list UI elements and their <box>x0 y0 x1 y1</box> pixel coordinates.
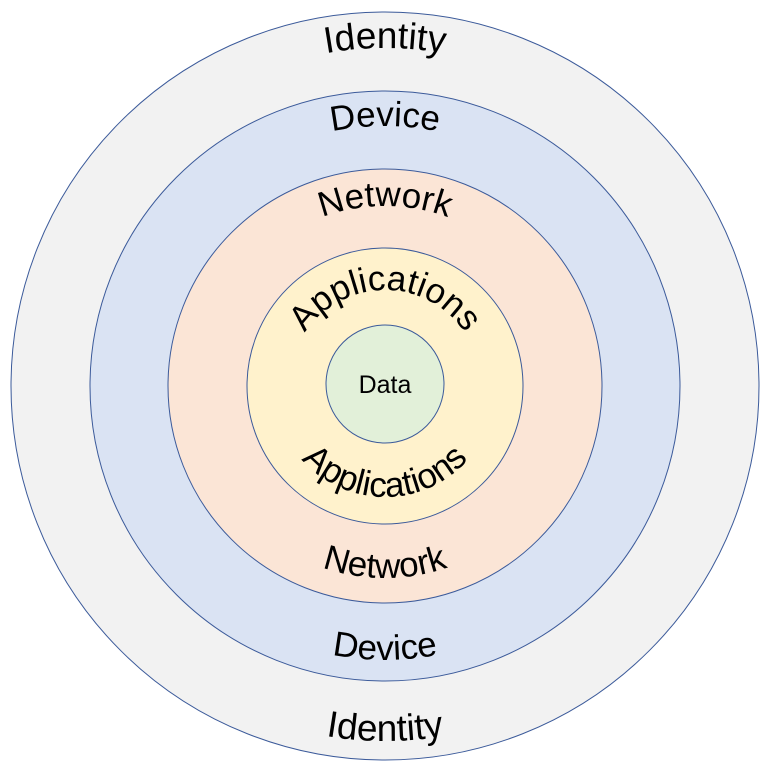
data-label: Data <box>359 371 412 399</box>
identity-label-top: Identity <box>320 15 449 61</box>
device-label-top: Device <box>327 95 443 139</box>
identity-label-bottom: Identity <box>324 703 445 749</box>
data-core <box>325 324 445 444</box>
device-label-bottom: Device <box>331 624 440 668</box>
